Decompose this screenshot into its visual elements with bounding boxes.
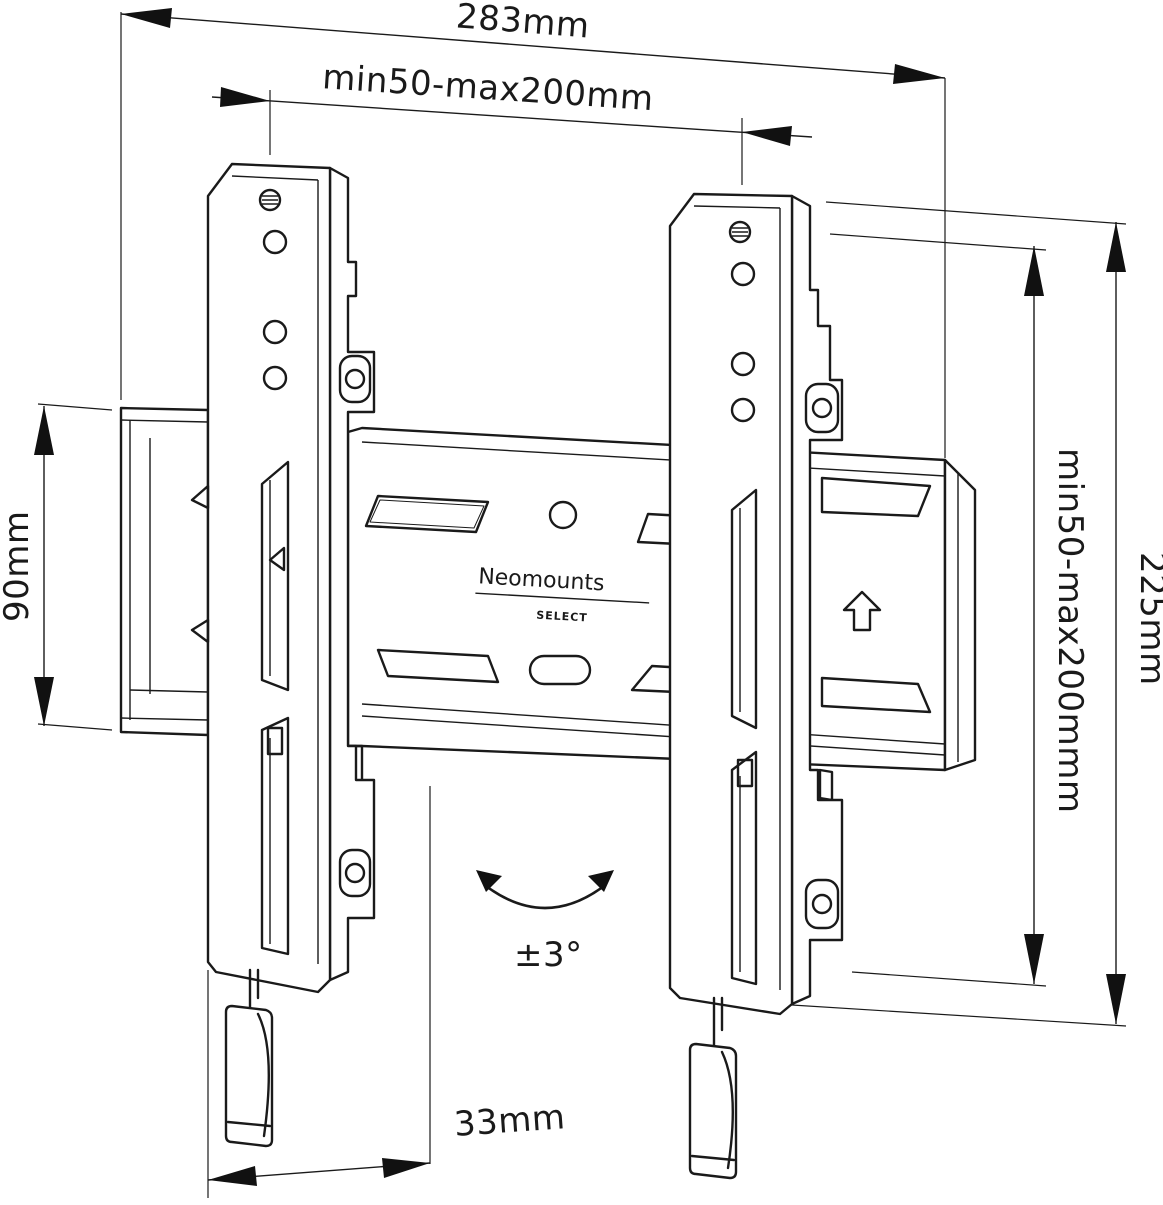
arrowhead bbox=[382, 1158, 430, 1178]
mount-hole bbox=[730, 397, 756, 423]
arrowhead bbox=[1024, 934, 1044, 984]
plate-slot bbox=[820, 476, 932, 518]
center-hole bbox=[548, 500, 578, 530]
vesa-vertical-label: min50-max200mmm bbox=[1050, 448, 1090, 813]
arrowhead bbox=[1024, 246, 1044, 296]
plate-slot bbox=[376, 648, 500, 684]
wall-distance-label: 33mm bbox=[453, 1097, 567, 1145]
left-vertical-arm bbox=[190, 162, 376, 994]
screw-boss bbox=[804, 382, 840, 434]
screw-boss bbox=[338, 354, 372, 404]
threaded-hole bbox=[258, 188, 282, 212]
plate-slot bbox=[820, 676, 932, 714]
screw-boss bbox=[338, 848, 372, 898]
dimension-wall-distance: 33mm bbox=[207, 786, 567, 1198]
right-vertical-arm bbox=[668, 192, 844, 1016]
arm-slot bbox=[730, 488, 758, 730]
up-arrow-icon bbox=[842, 590, 882, 632]
tilt-label: ±3° bbox=[514, 935, 583, 975]
dimension-vesa-vertical: min50-max200mmm bbox=[829, 233, 1090, 987]
arrowhead bbox=[220, 87, 270, 107]
arrowhead bbox=[34, 677, 54, 726]
arrowhead bbox=[34, 406, 54, 455]
arm-slot bbox=[260, 460, 290, 692]
arrowhead bbox=[893, 64, 945, 84]
mount-hole bbox=[730, 261, 756, 287]
screw-boss bbox=[804, 878, 840, 930]
plate-slot bbox=[364, 494, 490, 534]
arrowhead bbox=[742, 126, 792, 146]
left-release-handle bbox=[224, 968, 274, 1148]
vesa-horizontal-label: min50-max200mm bbox=[321, 57, 655, 119]
mount-hole bbox=[262, 319, 288, 345]
arrowhead bbox=[476, 870, 502, 892]
dimension-overall-height: 225mm bbox=[775, 201, 1163, 1027]
mount-hole bbox=[262, 229, 288, 255]
arrowhead bbox=[1106, 974, 1126, 1024]
arrowhead bbox=[208, 1166, 257, 1186]
brand-line: SELECT bbox=[536, 609, 588, 625]
dimension-plate-height: 90mm bbox=[0, 403, 113, 731]
arm-slot bbox=[730, 750, 758, 986]
mount-hole bbox=[730, 351, 756, 377]
arm-slot bbox=[260, 716, 290, 956]
right-release-handle bbox=[688, 996, 738, 1180]
center-oval-slot bbox=[528, 654, 592, 686]
overall-width-label: 283mm bbox=[455, 0, 591, 47]
plate-slot bbox=[369, 499, 485, 529]
arrowhead bbox=[1106, 222, 1126, 272]
arrowhead bbox=[121, 8, 172, 28]
mount-hole bbox=[262, 365, 288, 391]
plate-height-label: 90mm bbox=[0, 510, 37, 622]
threaded-hole bbox=[728, 220, 752, 244]
overall-height-label: 225mm bbox=[1132, 552, 1163, 686]
arrowhead bbox=[588, 870, 614, 892]
tilt-indicator: ±3° bbox=[476, 870, 614, 975]
